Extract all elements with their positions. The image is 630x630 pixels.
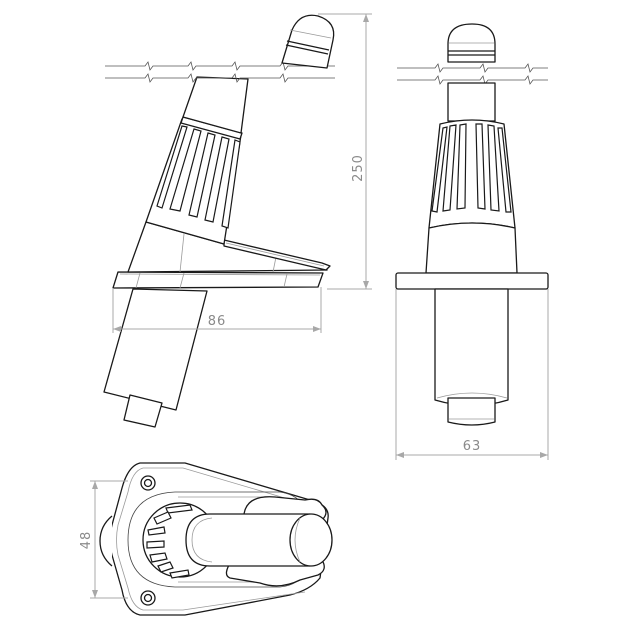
- front-base-flange: [395, 272, 549, 290]
- dimension-86: 86: [112, 287, 322, 333]
- top-view: 48: [79, 462, 333, 616]
- front-upper-tube: [447, 82, 496, 122]
- front-ribbed-cone: [428, 119, 516, 229]
- dimension-250: 250: [318, 13, 372, 290]
- top-tube: [185, 513, 333, 567]
- dimension-label-250: 250: [351, 154, 366, 182]
- side-tip-cap: [281, 14, 335, 69]
- side-view: 250 86: [103, 13, 372, 428]
- side-housing: [127, 221, 331, 273]
- front-tip-cap: [447, 23, 496, 63]
- side-ribbed-cone: [145, 116, 243, 245]
- dimension-48: 48: [79, 480, 128, 599]
- top-screw-hole-lower: [140, 590, 156, 606]
- front-lower-tube: [434, 288, 509, 426]
- front-deck-lines: [397, 63, 548, 85]
- dimension-label-86: 86: [208, 314, 227, 329]
- front-view: 63: [395, 23, 549, 460]
- dimension-label-48: 48: [79, 531, 94, 550]
- dimension-63: 63: [395, 289, 549, 460]
- side-base-flange: [112, 271, 324, 289]
- top-screw-hole-upper: [140, 475, 156, 491]
- front-housing: [425, 222, 518, 274]
- dimension-label-63: 63: [463, 439, 482, 454]
- side-lower-tube: [103, 288, 208, 428]
